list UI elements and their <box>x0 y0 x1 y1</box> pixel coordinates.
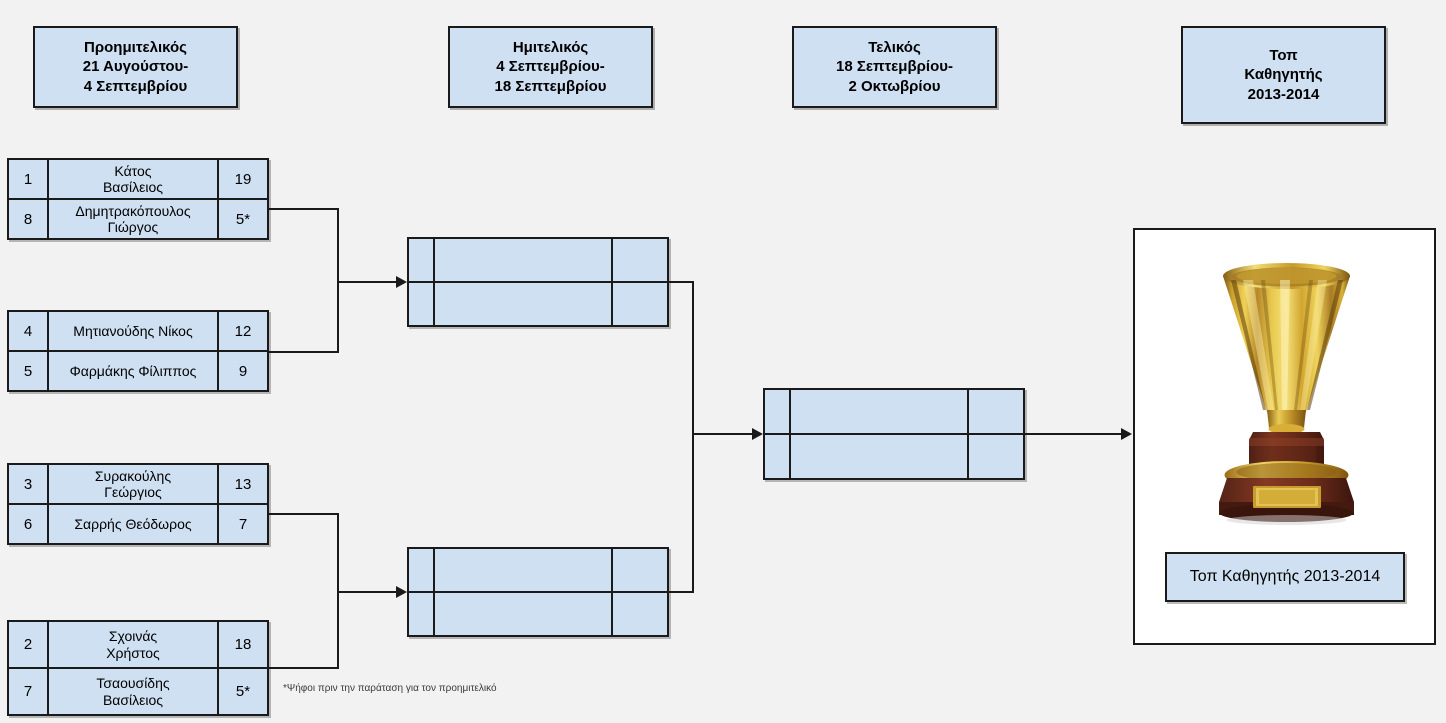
connector-line-sf1-out <box>669 281 694 283</box>
player-name <box>791 390 967 433</box>
player-seed: 2 <box>9 622 49 667</box>
player-name: Δημητρακόπουλος Γιώργος <box>49 200 219 238</box>
connector-line-final-in <box>692 433 754 435</box>
match-box-quarterfinal-3[interactable]: 3 Συρακούλης Γεώργιος 13 6 Σαρρής Θεόδωρ… <box>7 463 269 545</box>
player-score: 19 <box>234 170 252 188</box>
player-score <box>611 283 667 325</box>
player-seed: 4 <box>9 312 49 350</box>
connector-line-sf2-in <box>337 591 399 593</box>
connector-arrow-sf2 <box>396 586 407 598</box>
player-score: 5* <box>235 210 251 228</box>
match-box-semifinal-1[interactable] <box>407 237 669 327</box>
round-header-line: Τοπ <box>1269 46 1298 64</box>
match-row[interactable]: 5 Φαρμάκης Φίλιππος 9 <box>9 350 267 390</box>
match-box-quarterfinal-1[interactable]: 1 Κάτος Βασίλειος 19 8 Δημητρακόπουλος Γ… <box>7 158 269 240</box>
player-name <box>435 549 611 591</box>
player-score: 12 <box>234 322 252 340</box>
match-row[interactable] <box>765 390 1023 433</box>
player-seed: 3 <box>9 465 49 503</box>
match-row[interactable] <box>409 591 667 635</box>
match-row[interactable]: 6 Σαρρής Θεόδωρος 7 <box>9 503 267 543</box>
match-row[interactable]: 3 Συρακούλης Γεώργιος 13 <box>9 465 267 503</box>
player-name: Μητιανούδης Νίκος <box>49 312 219 350</box>
round-header-final: Τελικός 18 Σεπτεμβρίου- 2 Οκτωβρίου <box>792 26 997 108</box>
player-name: Κάτος Βασίλειος <box>49 160 219 198</box>
connector-line-qf-join-top <box>337 208 339 353</box>
player-name: Συρακούλης Γεώργιος <box>49 465 219 503</box>
player-seed: 5 <box>9 352 49 390</box>
player-seed: 7 <box>9 669 49 714</box>
player-score <box>611 593 667 635</box>
connector-line-sf1-in <box>337 281 399 283</box>
player-name <box>435 283 611 325</box>
match-row[interactable]: 1 Κάτος Βασίλειος 19 <box>9 160 267 198</box>
player-score <box>967 435 1023 478</box>
player-name: Σχοινάς Χρήστος <box>49 622 219 667</box>
round-header-semifinal: Ημιτελικός 4 Σεπτεμβρίου- 18 Σεπτεμβρίου <box>448 26 653 108</box>
player-seed: 1 <box>9 160 49 198</box>
connector-arrow-sf1 <box>396 276 407 288</box>
round-header-line: Τελικός <box>868 38 921 56</box>
trophy-image <box>1135 240 1434 540</box>
player-seed <box>765 390 791 433</box>
match-box-quarterfinal-2[interactable]: 4 Μητιανούδης Νίκος 12 5 Φαρμάκης Φίλιππ… <box>7 310 269 392</box>
connector-line-champion-in <box>1025 433 1123 435</box>
player-seed <box>409 593 435 635</box>
round-header-line: 18 Σεπτεμβρίου <box>494 77 607 95</box>
player-score: 13 <box>234 475 252 493</box>
match-box-semifinal-2[interactable] <box>407 547 669 637</box>
player-name: Τσαουσίδης Βασίλειος <box>49 669 219 714</box>
match-row[interactable]: 8 Δημητρακόπουλος Γιώργος 5* <box>9 198 267 238</box>
player-name <box>435 593 611 635</box>
match-row[interactable]: 2 Σχοινάς Χρήστος 18 <box>9 622 267 667</box>
player-name: Φαρμάκης Φίλιππος <box>49 352 219 390</box>
match-box-final[interactable] <box>763 388 1025 480</box>
player-score: 7 <box>238 515 248 533</box>
round-header-line: Ημιτελικός <box>512 38 589 56</box>
round-header-line: 18 Σεπτεμβρίου- <box>836 58 953 76</box>
player-score: 9 <box>238 362 248 380</box>
round-header-line: 21 Αυγούστου- <box>82 58 189 76</box>
player-seed <box>765 435 791 478</box>
player-seed <box>409 549 435 591</box>
player-score <box>611 549 667 591</box>
player-name <box>435 239 611 281</box>
match-row[interactable] <box>765 433 1023 478</box>
connector-line-qf1-out <box>269 208 339 210</box>
player-score: 5* <box>235 683 251 700</box>
match-row[interactable] <box>409 239 667 281</box>
champion-label: Τοπ Καθηγητής 2013-2014 <box>1165 552 1405 602</box>
round-header-line: 4 Σεπτεμβρίου <box>83 77 188 95</box>
match-row[interactable] <box>409 549 667 591</box>
footnote-text: *Ψήφοι πριν την παράταση για τον προημιτ… <box>283 683 497 694</box>
player-score: 18 <box>234 636 252 653</box>
round-header-line: 4 Σεπτεμβρίου- <box>496 58 605 76</box>
round-header-line: 2 Οκτωβρίου <box>848 77 941 95</box>
connector-arrow-champion <box>1121 428 1132 440</box>
connector-arrow-final <box>752 428 763 440</box>
player-score <box>967 390 1023 433</box>
player-seed: 8 <box>9 200 49 238</box>
player-seed <box>409 239 435 281</box>
round-header-line: Προημιτελικός <box>84 38 187 56</box>
connector-line-qf4-out <box>269 667 339 669</box>
champion-panel: Τοπ Καθηγητής 2013-2014 <box>1133 228 1436 645</box>
player-name: Σαρρής Θεόδωρος <box>49 505 219 543</box>
round-header-line: Καθηγητής <box>1244 66 1323 84</box>
round-header-champion: Τοπ Καθηγητής 2013-2014 <box>1181 26 1386 124</box>
connector-line-qf3-out <box>269 513 339 515</box>
player-seed <box>409 283 435 325</box>
connector-line-sf-join <box>692 281 694 593</box>
match-box-quarterfinal-4[interactable]: 2 Σχοινάς Χρήστος 18 7 Τσαουσίδης Βασίλε… <box>7 620 269 716</box>
connector-line-sf2-out <box>669 591 694 593</box>
match-row[interactable] <box>409 281 667 325</box>
connector-line-qf2-out <box>269 351 339 353</box>
round-header-quarterfinal: Προημιτελικός 21 Αυγούστου- 4 Σεπτεμβρίο… <box>33 26 238 108</box>
player-name <box>791 435 967 478</box>
match-row[interactable]: 4 Μητιανούδης Νίκος 12 <box>9 312 267 350</box>
player-seed: 6 <box>9 505 49 543</box>
player-score <box>611 239 667 281</box>
round-header-line: 2013-2014 <box>1247 85 1320 103</box>
match-row[interactable]: 7 Τσαουσίδης Βασίλειος 5* <box>9 667 267 714</box>
